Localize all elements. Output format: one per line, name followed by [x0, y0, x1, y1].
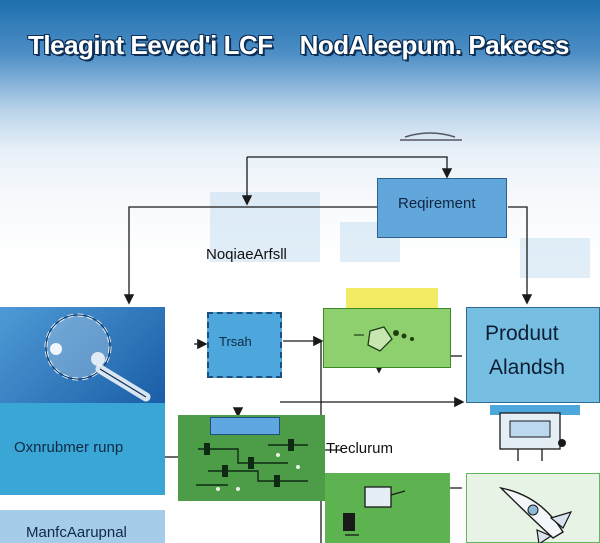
magnifier-icon [44, 313, 151, 402]
mid-node-label: NoqiaeArfsll [206, 246, 287, 263]
process-node[interactable] [323, 308, 451, 368]
component-icon [354, 326, 414, 352]
trade-label: Treclurum [326, 440, 393, 457]
customer-node[interactable]: Oxnrubmer runp [0, 403, 165, 495]
machine-icon [490, 405, 580, 461]
output-node[interactable] [325, 473, 450, 543]
circuit-icon [196, 439, 308, 491]
task-label: Trsah [219, 334, 252, 349]
product-subtitle: Alandsh [489, 356, 565, 379]
product-node[interactable]: Produut Alandsh [466, 307, 600, 403]
task-node[interactable]: Trsah [207, 312, 282, 378]
machine-panel [470, 403, 600, 463]
highlight-strip [346, 288, 438, 310]
launch-node[interactable] [466, 473, 600, 543]
diagram-title: Tleagint Eeved'i LCF NodAleepum. Pakecss [28, 30, 569, 60]
requirement-label: Reqirement [398, 195, 476, 212]
device-icon [343, 486, 406, 536]
background-shape [520, 238, 590, 278]
magnifier-panel[interactable] [0, 307, 165, 403]
marketing-label: ManfcAarupnal [26, 524, 127, 541]
product-title: Produut [485, 322, 559, 345]
marketing-node[interactable]: ManfcAarupnal [0, 510, 165, 543]
circuit-header [210, 417, 280, 435]
rocket-icon [498, 486, 573, 543]
customer-label: Oxnrubmer runp [14, 439, 124, 456]
requirement-node[interactable]: Reqirement [377, 178, 507, 238]
background-shape [210, 192, 320, 262]
